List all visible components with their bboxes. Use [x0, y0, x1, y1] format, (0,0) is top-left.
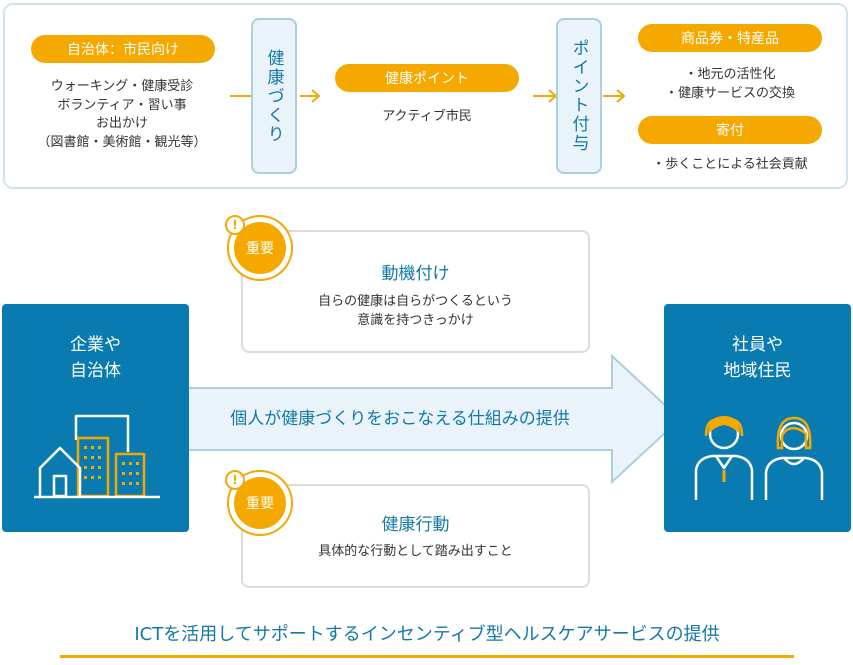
main-arrow-label: 個人が健康づくりをおこなえる仕組みの提供	[230, 409, 570, 429]
stage-point-grant-label: ポイント付与	[568, 39, 589, 153]
importance-badge-label: 重要	[246, 496, 274, 512]
gift-vouchers-pill: 商品券・特産品	[638, 24, 822, 52]
company-municipality-title: 企業や 自治体	[2, 332, 189, 384]
motivation-card: 動機付け 自らの健康は自らがつくるという 意識を持つきっかけ	[241, 230, 590, 353]
exclamation-icon: !	[225, 215, 245, 235]
gift-vouchers-list: ・地元の活性化 ・健康サービスの交換	[630, 66, 830, 103]
employee-icon	[694, 416, 754, 500]
gift-vouchers-label: 商品券・特産品	[681, 31, 779, 47]
donation-list: ・歩くことによる社会貢献	[630, 156, 830, 175]
citizen-activities-pill: 自治体：市民向け	[31, 35, 215, 63]
stage-point-grant: ポイント付与	[556, 18, 602, 174]
health-points-pill: 健康ポイント	[335, 64, 519, 92]
stage-health-building: 健康づくり	[251, 18, 297, 174]
footer-caption: ICTを活用してサポートするインセンティブ型ヘルスケアサービスの提供	[134, 624, 720, 645]
active-citizens-line: アクティブ市民	[382, 109, 472, 124]
exclamation-icon: !	[225, 470, 245, 490]
importance-badge-label: 重要	[246, 241, 274, 257]
title-line: 社員や	[732, 335, 783, 355]
activity-line: （図書館・美術館・観光等）	[37, 134, 207, 150]
activity-line: お出かけ	[95, 116, 148, 131]
health-action-card-title: 健康行動	[381, 515, 450, 535]
health-points-label: 健康ポイント	[385, 71, 469, 87]
employees-residents-box: 社員や 地域住民	[664, 304, 851, 532]
employees-residents-title: 社員や 地域住民	[664, 332, 851, 384]
building-icon	[34, 414, 160, 499]
card-line: 具体的な行動として踏み出すこと	[318, 544, 513, 559]
footer-underline	[60, 655, 794, 658]
motivation-card-body: 自らの健康は自らがつくるという 意識を持つきっかけ	[243, 292, 588, 330]
exclamation-mark: !	[232, 218, 238, 232]
resident-icon	[764, 416, 824, 500]
main-arrow	[171, 353, 682, 485]
donation-label: 寄付	[716, 123, 744, 139]
benefit-line: ・地元の活性化	[684, 67, 776, 82]
motivation-card-title: 動機付け	[381, 264, 450, 284]
benefit-line: ・健康サービスの交換	[664, 85, 795, 101]
health-action-card: 健康行動 具体的な行動として踏み出すこと	[241, 484, 590, 588]
citizen-activities-list: ウォーキング・健康受診 ボランティア・習い事 お出かけ （図書館・美術館・観光等…	[22, 78, 222, 152]
exclamation-mark: !	[232, 473, 238, 487]
stage-health-building-label: 健康づくり	[263, 48, 284, 144]
donation-line: ・歩くことによる社会貢献	[652, 157, 808, 172]
activity-line: ボランティア・習い事	[57, 97, 187, 113]
title-line: 自治体	[70, 361, 121, 381]
activity-line: ウォーキング・健康受診	[50, 79, 194, 94]
title-line: 地域住民	[723, 361, 792, 381]
title-line: 企業や	[70, 335, 121, 355]
donation-pill: 寄付	[638, 116, 822, 144]
card-line: 自らの健康は自らがつくるという	[318, 294, 513, 309]
citizen-activities-label: 自治体：市民向け	[67, 42, 179, 58]
company-municipality-box: 企業や 自治体	[2, 304, 189, 532]
active-citizens-text: アクティブ市民	[327, 108, 527, 127]
card-line: 意識を持つきっかけ	[357, 313, 474, 328]
health-action-card-body: 具体的な行動として踏み出すこと	[243, 542, 588, 561]
